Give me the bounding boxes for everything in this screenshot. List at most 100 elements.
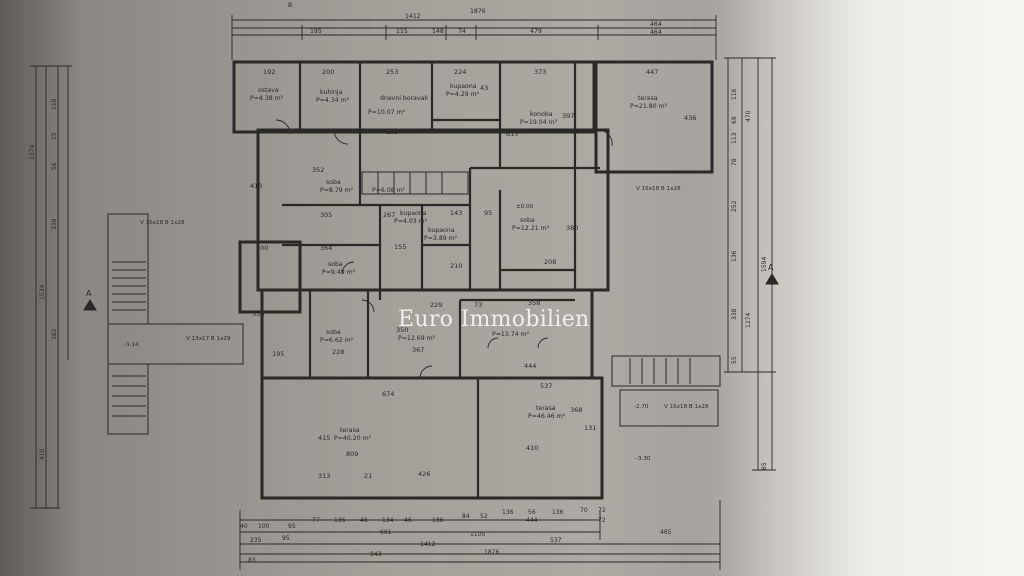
svg-text:kupaona: kupaona bbox=[400, 210, 427, 217]
top-dim-seg-5: 479 bbox=[530, 28, 542, 35]
svg-text:200: 200 bbox=[322, 68, 334, 76]
svg-text:kupaona: kupaona bbox=[428, 227, 455, 234]
top-dim-seg-2: 115 bbox=[396, 28, 408, 35]
svg-text:373: 373 bbox=[534, 68, 546, 76]
svg-text:537: 537 bbox=[540, 382, 552, 390]
svg-text:465: 465 bbox=[660, 529, 672, 536]
svg-text:444: 444 bbox=[526, 517, 538, 524]
svg-text:77: 77 bbox=[312, 517, 320, 524]
top-dim-seg-4: 74 bbox=[458, 28, 466, 35]
interior-dimensions: 192 200 253 224 43 373 447 253 615 397 4… bbox=[250, 68, 696, 480]
top-dim-seg-6: 464 bbox=[650, 21, 662, 28]
svg-text:415: 415 bbox=[318, 434, 330, 442]
svg-text:1594: 1594 bbox=[761, 257, 768, 272]
svg-text:72: 72 bbox=[598, 507, 606, 514]
svg-text:V 16x18 B 1x28: V 16x18 B 1x28 bbox=[140, 220, 185, 226]
svg-text:P=46.46 m²: P=46.46 m² bbox=[528, 413, 566, 420]
svg-text:21: 21 bbox=[364, 472, 372, 480]
svg-text:1412: 1412 bbox=[420, 541, 435, 548]
svg-text:116: 116 bbox=[731, 88, 738, 100]
svg-text:P=12.21 m²: P=12.21 m² bbox=[512, 225, 550, 232]
svg-text:305: 305 bbox=[320, 211, 332, 219]
paper-fold-shadow bbox=[590, 0, 850, 576]
svg-text:V 15x18 B 1x28: V 15x18 B 1x28 bbox=[636, 186, 681, 192]
svg-text:P=4.38 m²: P=4.38 m² bbox=[250, 95, 284, 102]
svg-text:P=3.89 m²: P=3.89 m² bbox=[424, 235, 458, 242]
svg-text:P=4.29 m²: P=4.29 m² bbox=[446, 91, 480, 98]
svg-text:210: 210 bbox=[450, 262, 462, 270]
svg-text:P=10.07 m²: P=10.07 m² bbox=[368, 109, 406, 116]
svg-text:56: 56 bbox=[528, 509, 536, 516]
svg-text:382: 382 bbox=[51, 328, 58, 340]
svg-text:195: 195 bbox=[272, 350, 284, 358]
svg-text:368: 368 bbox=[570, 406, 582, 414]
svg-text:100: 100 bbox=[256, 244, 268, 252]
svg-text:terasa: terasa bbox=[638, 95, 658, 102]
svg-text:208: 208 bbox=[544, 258, 556, 266]
svg-text:84: 84 bbox=[462, 513, 470, 520]
top-dim-seg-3: 148 bbox=[432, 28, 444, 35]
svg-text:397: 397 bbox=[562, 112, 574, 120]
section-mark-b: B bbox=[288, 2, 292, 9]
svg-text:143: 143 bbox=[450, 209, 462, 217]
svg-text:73: 73 bbox=[474, 301, 482, 309]
svg-text:dnevni boravak: dnevni boravak bbox=[380, 95, 428, 102]
svg-text:52: 52 bbox=[480, 513, 488, 520]
svg-text:536: 536 bbox=[252, 310, 264, 318]
svg-text:56: 56 bbox=[51, 162, 58, 170]
svg-text:358: 358 bbox=[528, 299, 540, 307]
svg-text:470: 470 bbox=[745, 110, 752, 122]
svg-text:1274: 1274 bbox=[745, 313, 752, 328]
svg-text:P=4.03 m²: P=4.03 m² bbox=[394, 218, 428, 225]
svg-text:-3.14: -3.14 bbox=[124, 342, 139, 348]
stair-left bbox=[107, 213, 244, 435]
left-dimension-lines bbox=[30, 65, 72, 509]
bottom-dimension-text: 40 100 95 77 136 46 134 46 136 84 52 136… bbox=[240, 507, 672, 564]
svg-text:soba: soba bbox=[328, 261, 343, 268]
svg-text:40: 40 bbox=[240, 523, 248, 530]
bottom-dimension-lines bbox=[239, 500, 721, 570]
svg-text:P=9.49 m²: P=9.49 m² bbox=[322, 269, 356, 276]
svg-text:P=40.20 m²: P=40.20 m² bbox=[334, 435, 372, 442]
svg-text:1534: 1534 bbox=[39, 285, 46, 300]
svg-text:46: 46 bbox=[404, 517, 412, 524]
svg-text:55: 55 bbox=[731, 356, 738, 364]
svg-text:soba: soba bbox=[520, 217, 535, 224]
svg-text:674: 674 bbox=[382, 390, 394, 398]
svg-text:113: 113 bbox=[731, 132, 738, 144]
svg-text:252: 252 bbox=[731, 200, 738, 212]
svg-text:313: 313 bbox=[318, 472, 330, 480]
svg-text:380: 380 bbox=[566, 224, 578, 232]
top-dim-total-b: 1876 bbox=[470, 8, 486, 15]
svg-text:69: 69 bbox=[731, 116, 738, 124]
top-dimension-lines bbox=[231, 15, 717, 60]
svg-text:413: 413 bbox=[250, 182, 262, 190]
svg-text:72: 72 bbox=[598, 517, 606, 524]
svg-text:1105: 1105 bbox=[470, 531, 485, 538]
svg-text:100: 100 bbox=[258, 523, 270, 530]
left-dimension-text: 1374 1534 410 118 15 56 338 382 bbox=[29, 98, 58, 460]
svg-text:P=6.08 m²: P=6.08 m² bbox=[372, 187, 406, 194]
top-dim-total-a: 1412 bbox=[405, 13, 421, 20]
svg-text:kupaona: kupaona bbox=[450, 83, 477, 90]
svg-text:338: 338 bbox=[731, 308, 738, 320]
svg-text:224: 224 bbox=[454, 68, 466, 76]
svg-text:364: 364 bbox=[320, 244, 332, 252]
svg-text:253: 253 bbox=[386, 128, 398, 136]
svg-text:83: 83 bbox=[248, 557, 256, 564]
svg-text:70: 70 bbox=[580, 507, 588, 514]
top-dim-seg-1: 195 bbox=[310, 28, 322, 35]
svg-text:192: 192 bbox=[263, 68, 275, 76]
door-swings bbox=[275, 119, 613, 379]
svg-text:809: 809 bbox=[346, 450, 358, 458]
svg-text:P=4.34 m²: P=4.34 m² bbox=[316, 97, 350, 104]
svg-text:131: 131 bbox=[584, 424, 596, 432]
svg-text:447: 447 bbox=[646, 68, 658, 76]
svg-text:426: 426 bbox=[418, 470, 430, 478]
svg-text:konoba: konoba bbox=[530, 111, 553, 118]
svg-text:118: 118 bbox=[51, 98, 58, 110]
svg-text:136: 136 bbox=[502, 509, 514, 516]
svg-text:350: 350 bbox=[396, 326, 408, 334]
svg-text:A: A bbox=[86, 289, 92, 298]
svg-text:soba: soba bbox=[326, 329, 341, 336]
